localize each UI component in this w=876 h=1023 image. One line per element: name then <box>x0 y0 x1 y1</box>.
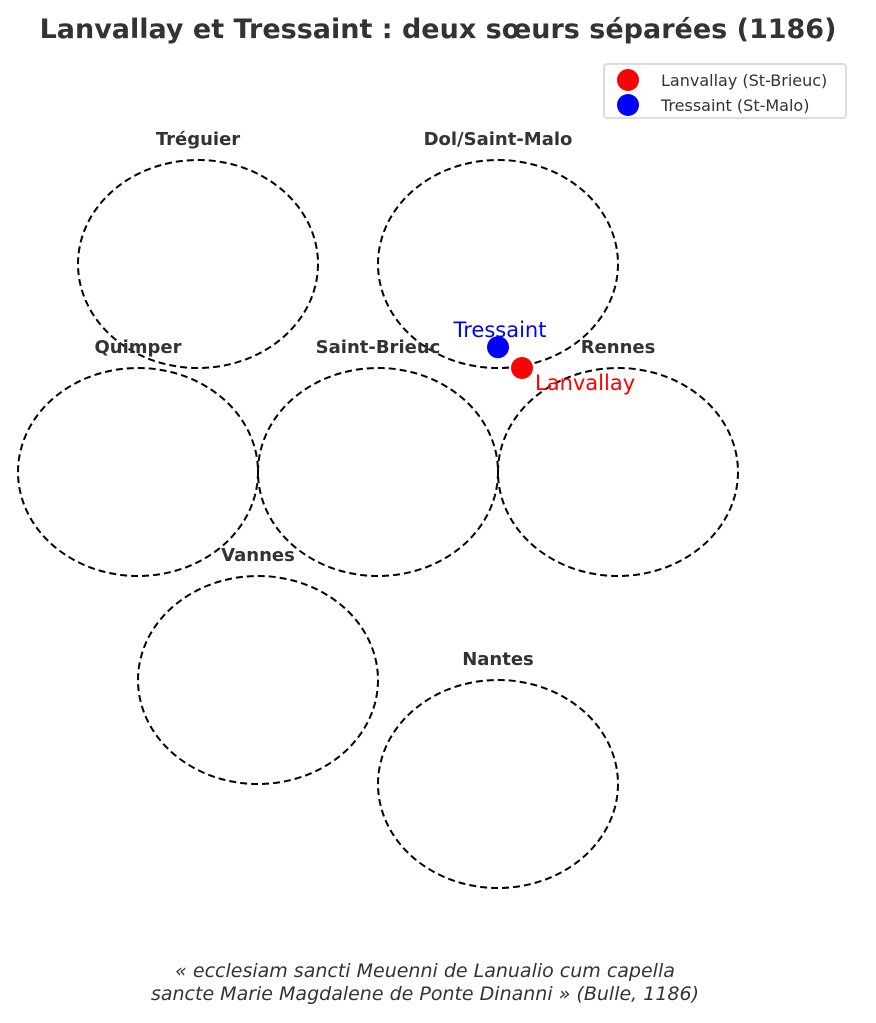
caption-line: sancte Marie Magdalene de Ponte Dinanni … <box>150 983 700 1005</box>
red-dot-icon <box>617 69 639 91</box>
blue-dot-icon <box>617 94 639 116</box>
diocese-boundary <box>137 575 379 785</box>
point-label: Tressaint <box>453 318 547 342</box>
diocese-label: Nantes <box>462 649 534 670</box>
diocese-boundary <box>77 159 319 369</box>
point-lanvallay <box>511 357 533 379</box>
legend-label: Lanvallay (St-Brieuc) <box>661 70 828 90</box>
legend: Lanvallay (St-Brieuc) Tressaint (St-Malo… <box>603 63 847 119</box>
legend-item-lanvallay: Lanvallay (St-Brieuc) <box>617 69 827 91</box>
caption: « ecclesiam sancti Meuenni de Lanualio c… <box>0 960 850 1006</box>
point-tressaint <box>487 336 509 359</box>
diocese-label: Dol/Saint-Malo <box>424 129 573 150</box>
diocese-boundary <box>377 679 619 889</box>
diocese-label: Saint-Brieuc <box>316 337 441 358</box>
legend-label: Tressaint (St-Malo) <box>661 95 810 115</box>
diocese-boundary <box>497 367 739 577</box>
caption-line: « ecclesiam sancti Meuenni de Lanualio c… <box>175 960 675 982</box>
diocese-boundary <box>377 159 619 369</box>
legend-item-tressaint: Tressaint (St-Malo) <box>617 94 809 116</box>
point-label: Lanvallay <box>535 371 635 395</box>
chart-title: Lanvallay et Tressaint : deux sœurs sépa… <box>39 14 837 45</box>
diocese-label: Vannes <box>221 545 295 566</box>
diocese-label: Tréguier <box>156 129 240 150</box>
diocese-label: Rennes <box>581 337 656 358</box>
diocese-label: Quimper <box>94 337 181 358</box>
